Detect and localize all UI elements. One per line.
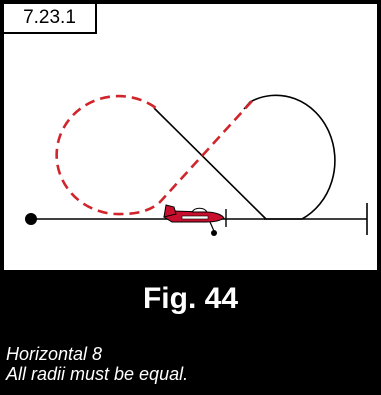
figure-title: Fig. 44 [0,281,381,317]
caption-line-1: Horizontal 8 [6,344,376,364]
caption-line-2: All radii must be equal. [6,364,376,384]
maneuver-diagram [4,4,377,270]
diagonal-solid [154,108,266,219]
right-loop-solid [244,95,335,219]
diagram-canvas [4,4,377,270]
left-loop-dashed [57,96,252,214]
start-dot [25,213,37,225]
figure-caption: Horizontal 8 All radii must be equal. [6,344,376,384]
aircraft-icon [164,205,226,236]
figure-reference-label: 7.23.1 [4,4,97,34]
